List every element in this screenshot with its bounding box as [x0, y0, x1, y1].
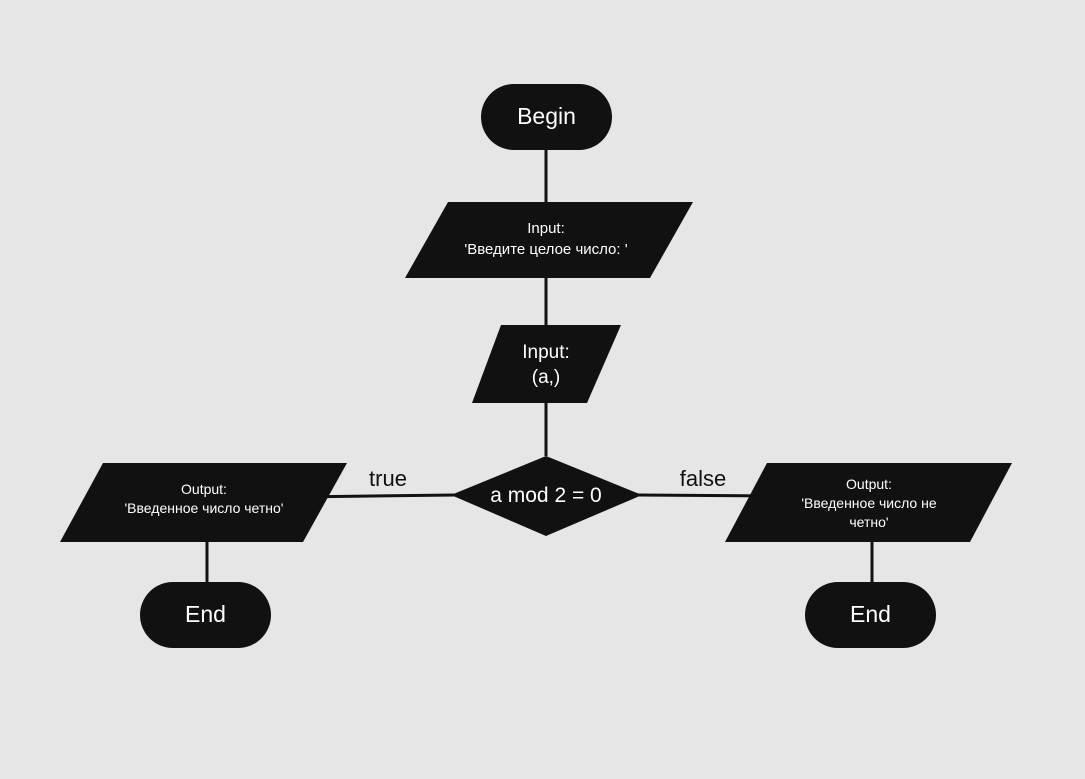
output-even-shape [60, 463, 347, 542]
input-prompt-line-2: 'Введите целое число: ' [464, 241, 627, 258]
decision-block: a mod 2 = 0 [451, 456, 642, 536]
input-prompt-shape [405, 202, 693, 278]
input-var-line-1: Input: [522, 342, 570, 363]
end-left-shape [140, 582, 271, 648]
output-even-block: Output: 'Введенное число четно' [60, 463, 347, 542]
decision-shape [451, 456, 642, 536]
output-odd-line-3: четно' [849, 514, 888, 530]
input-prompt-block: Input: 'Введите целое число: ' [405, 202, 693, 278]
begin-label: Begin [517, 103, 576, 129]
output-even-line-2: 'Введенное число четно' [125, 500, 284, 516]
end-right-shape [805, 582, 936, 648]
end-left-terminator: End [140, 582, 271, 648]
input-var-line-2: (a,) [532, 367, 561, 388]
begin-terminator: Begin [481, 84, 612, 150]
begin-shape [481, 84, 612, 150]
input-var-block: Input: (a,) [472, 325, 621, 403]
end-left-label: End [185, 601, 226, 627]
end-right-label: End [850, 601, 891, 627]
output-odd-block: Output: 'Введенное число не четно' [725, 463, 1012, 542]
end-right-terminator: End [805, 582, 936, 648]
output-odd-line-2: 'Введенное число не [801, 495, 936, 511]
decision-label: a mod 2 = 0 [490, 484, 602, 507]
edge-label-false: false [680, 466, 726, 491]
edge-label-true: true [369, 466, 407, 491]
output-even-line-1: Output: [181, 481, 227, 497]
output-odd-line-1: Output: [846, 476, 892, 492]
input-prompt-line-1: Input: [527, 220, 565, 237]
input-var-shape [472, 325, 621, 403]
output-odd-shape [725, 463, 1012, 542]
